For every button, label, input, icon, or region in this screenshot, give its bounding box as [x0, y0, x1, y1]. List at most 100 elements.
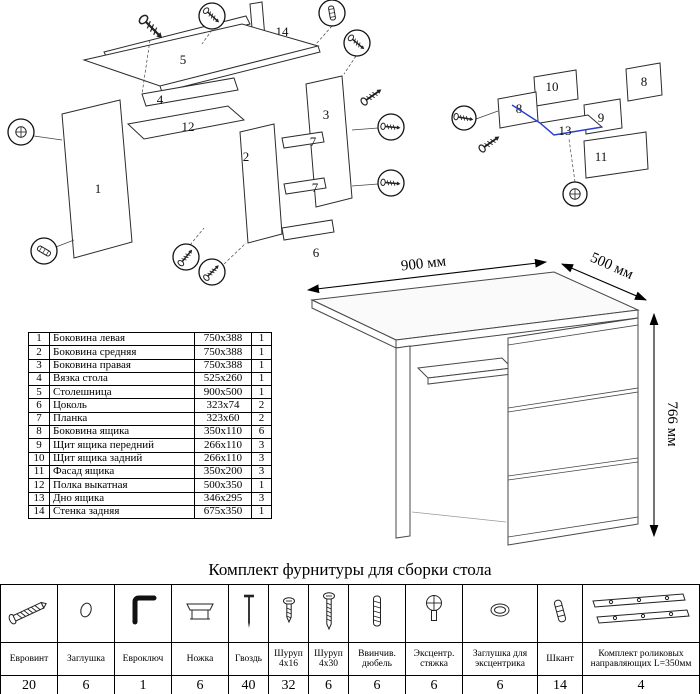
- part-name: Цоколь: [49, 398, 195, 413]
- part-label-9: 9: [598, 110, 605, 125]
- part-number: 9: [28, 438, 50, 453]
- fastener-callout: [343, 29, 371, 57]
- hardware-name: Евроключ: [114, 642, 172, 676]
- hardware-qty: 1: [114, 675, 172, 694]
- part-size: 525x260: [194, 371, 252, 387]
- hardware-icons-row: [0, 584, 700, 643]
- hardware-qty: 6: [57, 675, 115, 694]
- part-size: 350x200: [194, 464, 252, 480]
- part-size: 500x350: [194, 478, 252, 493]
- hardware-name: Заглушка: [57, 642, 115, 676]
- part-label-8b: 8: [516, 101, 523, 116]
- part-name: Боковина правая: [49, 358, 195, 373]
- part-number: 1: [28, 331, 50, 347]
- part-label-4: 4: [157, 92, 164, 107]
- screw-4x16-icon: [268, 584, 309, 643]
- part-qty: 3: [251, 451, 272, 466]
- part-size: 750x388: [194, 331, 252, 347]
- part-label-3: 3: [323, 107, 330, 122]
- fastener-callout: [198, 2, 226, 30]
- part-name: Полка выкатная: [49, 478, 195, 493]
- hardware-qty: 6: [348, 675, 406, 694]
- fastener-callout: [451, 105, 477, 131]
- desk-exploded-diagram: 14 5 4 12 2 1 3 7 7 6: [7, 0, 405, 286]
- part-number: 2: [28, 345, 50, 360]
- hardware-kit-table: Евровинт Заглушка Евроключ Ножка Гвоздь …: [0, 584, 700, 694]
- part-name: Столешница: [49, 385, 195, 400]
- part-name: Щит ящика передний: [49, 438, 195, 453]
- hardware-qty: 6: [462, 675, 538, 694]
- width-dimension-label: 900 мм: [400, 253, 447, 274]
- hardware-name: Евровинт: [0, 642, 58, 676]
- part-label-12: 12: [182, 119, 195, 134]
- hardware-qty-row: 20 6 1 6 40 32 6 6 6 6 14 4: [0, 675, 700, 694]
- hardware-qty: 20: [0, 675, 58, 694]
- part-label-10: 10: [546, 79, 559, 94]
- hardware-qty: 14: [537, 675, 583, 694]
- part-size: 346x295: [194, 491, 252, 506]
- cam-lock-icon: [405, 584, 463, 643]
- part-number: 12: [28, 478, 50, 493]
- hardware-name: Заглушка для эксцентрика: [462, 642, 538, 676]
- fastener-callout: [172, 243, 200, 271]
- part-number: 13: [28, 491, 50, 506]
- part-label-13: 13: [559, 123, 572, 138]
- part-name: Боковина ящика: [49, 425, 195, 440]
- hardware-qty: 6: [308, 675, 349, 694]
- cap-icon: [57, 584, 115, 643]
- wood-dowel-icon: [537, 584, 583, 643]
- hardware-name: Эксцентр. стяжка: [405, 642, 463, 676]
- hardware-name: Гвоздь: [228, 642, 269, 676]
- hardware-qty: 40: [228, 675, 269, 694]
- hardware-qty: 6: [405, 675, 463, 694]
- part-name: Дно ящика: [49, 491, 195, 506]
- part-number: 3: [28, 358, 50, 373]
- part-number: 5: [28, 385, 50, 400]
- assembled-desk-drawing: 900 мм 500 мм 766 мм: [306, 250, 680, 546]
- hardware-name: Шуруп 4x30: [308, 642, 349, 676]
- part-label-1: 1: [95, 181, 102, 196]
- part-label-5: 5: [180, 52, 187, 67]
- part-number: 10: [28, 451, 50, 466]
- part-size: 266x110: [194, 451, 252, 466]
- part-label-2: 2: [243, 149, 250, 164]
- part-size: 323x74: [194, 398, 252, 413]
- part-number: 4: [28, 371, 50, 387]
- part-name: Щит ящика задний: [49, 451, 195, 466]
- part-number: 7: [28, 411, 50, 427]
- hardware-qty: 32: [268, 675, 309, 694]
- part-number: 6: [28, 398, 50, 413]
- part-size: 266x110: [194, 438, 252, 453]
- part-name: Планка: [49, 411, 195, 427]
- part-name: Фасад ящика: [49, 464, 195, 480]
- part-number: 14: [28, 504, 50, 520]
- part-size: 750x388: [194, 345, 252, 360]
- hex-key-icon: [114, 584, 172, 643]
- fastener-callout: [198, 258, 226, 286]
- part-qty: 1: [251, 478, 272, 493]
- leg-icon: [171, 584, 229, 643]
- part-name: Вязка стола: [49, 371, 195, 387]
- part-size: 323x60: [194, 411, 252, 427]
- hardware-name: Ножка: [171, 642, 229, 676]
- drawer-exploded-diagram: 10 8 8 9 13 11: [451, 62, 663, 207]
- fastener-callout: [562, 181, 588, 207]
- part-label-8a: 8: [641, 74, 648, 89]
- fastener-callout: [30, 237, 58, 265]
- hardware-qty: 4: [582, 675, 700, 694]
- cam-cap-icon: [462, 584, 538, 643]
